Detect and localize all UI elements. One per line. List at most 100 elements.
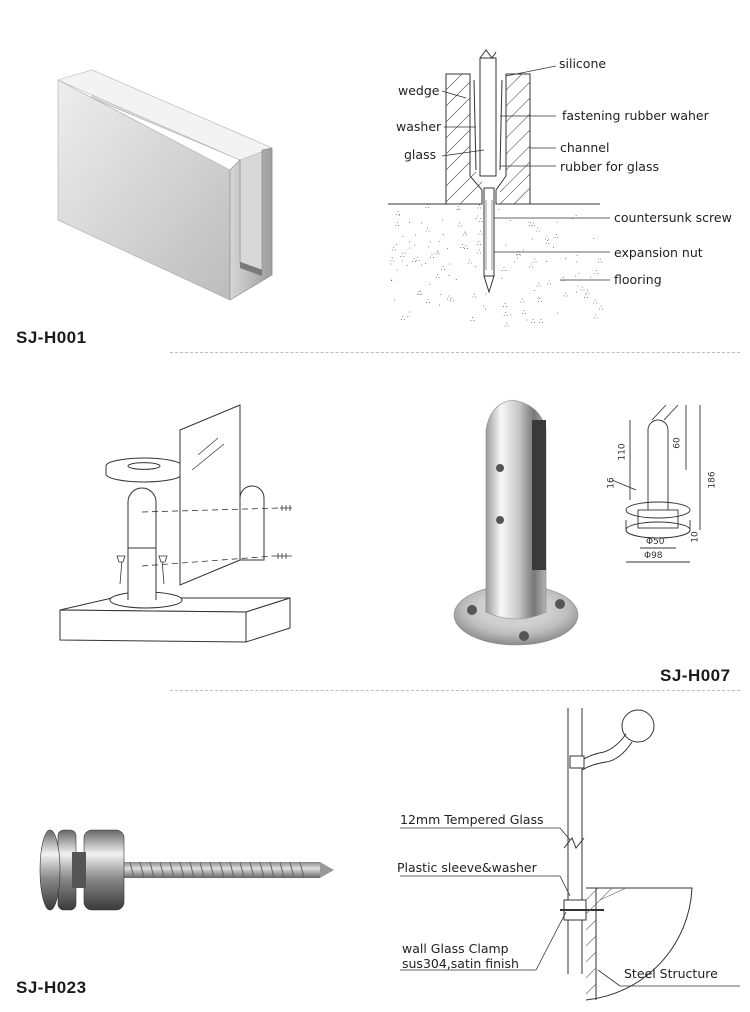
flooring-speck: ∴ <box>584 293 589 301</box>
flooring-speck: · <box>424 260 426 268</box>
flooring-speck: · <box>391 276 393 284</box>
label-plastic-sleeve: Plastic sleeve&washer <box>397 860 537 875</box>
label-tempered-glass: 12mm Tempered Glass <box>400 812 544 827</box>
product-code-h023: SJ-H023 <box>16 978 87 997</box>
flooring-speck: · <box>597 256 599 264</box>
label-satin-finish: sus304,satin finish <box>402 956 519 971</box>
flooring-speck: · <box>537 294 539 302</box>
flooring-speck: ∴ <box>528 221 533 229</box>
flooring-speck: ∴ <box>392 245 397 253</box>
flooring-speck: · <box>438 302 440 310</box>
flooring-speck: ∴ <box>522 308 527 316</box>
flooring-speck: · <box>513 258 515 266</box>
flooring-speck: ∴ <box>464 244 469 252</box>
flooring-speck: · <box>510 312 512 320</box>
label-channel: channel <box>560 140 610 155</box>
flooring-speck: ∴ <box>412 256 417 264</box>
flooring-speck: · <box>531 236 533 244</box>
flooring-speck: ∴ <box>545 234 550 242</box>
flooring-speck: · <box>527 218 529 226</box>
flooring-speck: · <box>395 241 397 249</box>
flooring-speck: · <box>404 250 406 258</box>
flooring-speck: ∴ <box>580 285 585 293</box>
flooring-speck: · <box>449 261 451 269</box>
flooring-pattern: ··∴·∴∴∴∴······∴·∴···∴∴∴·∴∴∴∴··∴∴··∴·····… <box>390 202 604 328</box>
flooring-speck: · <box>482 303 484 311</box>
flooring-speck: · <box>457 206 459 214</box>
product-code-h001: SJ-H001 <box>16 328 87 347</box>
flooring-speck: ∴ <box>537 281 542 289</box>
flooring-speck: ∴ <box>401 315 406 323</box>
flooring-speck: ∴ <box>457 221 462 229</box>
flooring-speck: · <box>429 239 431 247</box>
flooring-speck: ∴ <box>585 288 590 296</box>
flooring-speck: · <box>429 281 431 289</box>
label-steel-structure: Steel Structure <box>624 966 718 981</box>
flooring-speck: ∴ <box>479 216 484 224</box>
flooring-speck: ∴ <box>441 265 446 273</box>
label-wedge: wedge <box>398 83 440 98</box>
flooring-speck: ∴ <box>599 304 604 312</box>
flooring-speck: · <box>485 291 487 299</box>
flooring-speck: ∴ <box>532 257 537 265</box>
label-glass: glass <box>404 147 437 162</box>
flooring-speck: ∴ <box>456 205 461 213</box>
flooring-speck: · <box>572 215 574 223</box>
divider-1 <box>170 352 740 353</box>
flooring-speck: · <box>401 258 403 266</box>
flooring-speck: · <box>545 258 547 266</box>
label-expansion-nut: expansion nut <box>614 245 703 260</box>
flooring-speck: ∴ <box>477 203 482 211</box>
flooring-speck: · <box>533 287 535 295</box>
flooring-speck: · <box>414 241 416 249</box>
flooring-speck: · <box>442 217 444 225</box>
flooring-speck: · <box>577 283 579 291</box>
flooring-speck: ∴ <box>547 279 552 287</box>
flooring-speck: ∴ <box>390 256 395 264</box>
flooring-speck: · <box>576 259 578 267</box>
flooring-speck: ∴ <box>425 202 430 210</box>
flooring-speck: ∴ <box>477 240 482 248</box>
flooring-speck: ∴ <box>516 249 521 257</box>
flooring-speck: ∴ <box>435 272 440 280</box>
flooring-speck: ∴ <box>529 262 534 270</box>
flooring-speck: · <box>589 274 591 282</box>
flooring-speck: · <box>390 261 392 269</box>
flooring-speck: · <box>406 262 408 270</box>
flooring-speck: ∴ <box>554 233 559 241</box>
flooring-speck: ∴ <box>463 230 468 238</box>
flooring-speck: · <box>564 255 566 263</box>
divider-2 <box>170 690 740 691</box>
flooring-speck: · <box>509 217 511 225</box>
label-flooring: flooring <box>614 272 662 287</box>
flooring-speck: · <box>402 233 404 241</box>
flooring-speck: · <box>522 247 524 255</box>
flooring-speck: · <box>414 231 416 239</box>
flooring-speck: ∴ <box>520 297 525 305</box>
flooring-speck: ∴ <box>418 289 423 297</box>
flooring-speck: ∴ <box>435 249 440 257</box>
flooring-speck: ∴ <box>503 311 508 319</box>
label-fastening-rubber: fastening rubber waher <box>562 108 709 123</box>
flooring-speck: ∴ <box>425 226 430 234</box>
flooring-speck: · <box>428 243 430 251</box>
flooring-speck: ∴ <box>531 221 536 229</box>
flooring-speck: ∴ <box>503 302 508 310</box>
flooring-speck: ∴ <box>430 252 435 260</box>
flooring-speck: · <box>578 270 580 278</box>
flooring-speck: ∴ <box>593 313 598 321</box>
flooring-speck: ∴ <box>447 294 452 302</box>
flooring-speck: · <box>455 276 457 284</box>
flooring-speck: · <box>408 309 410 317</box>
flooring-speck: · <box>396 266 398 274</box>
flooring-speck: · <box>557 310 559 318</box>
flooring-speck: · <box>409 239 411 247</box>
flooring-speck: ∴ <box>477 248 482 256</box>
flooring-speck: · <box>446 245 448 253</box>
flooring-speck: · <box>421 261 423 269</box>
